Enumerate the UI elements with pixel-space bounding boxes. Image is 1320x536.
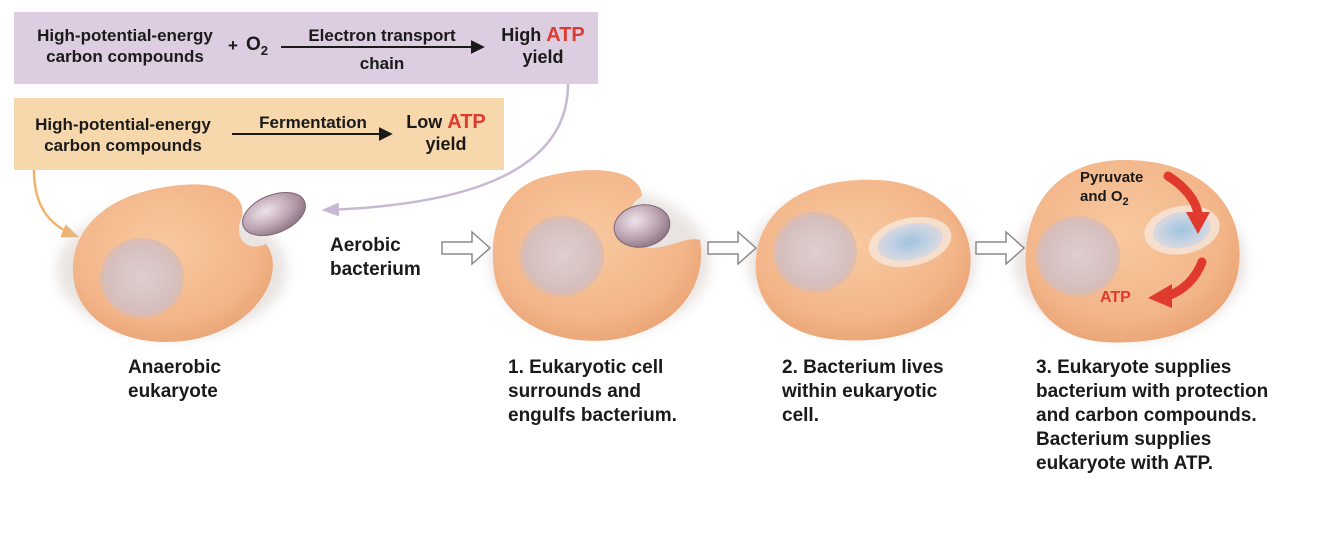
step-arrow-1 [441,230,492,266]
nucleus [773,212,857,292]
fermentation-label: Fermentation [259,113,367,132]
step-3-caption: 3. Eukaryote supplies bacterium with pro… [1036,357,1269,474]
pyruvate-o2-label: Pyruvate and O2 [1080,169,1144,208]
nucleus [520,216,604,296]
engulfed-bacterium [613,204,671,248]
step-2-caption: 2. Bacterium lives within eukaryotic cel… [782,357,944,426]
aerobic-connector-arrow [321,83,570,217]
nucleus [100,238,184,318]
step-arrow-2 [707,230,758,266]
step-arrow-3 [975,230,1026,266]
anaerobic-eukaryote-label: Anaerobic eukaryote [128,357,221,402]
symbiotic-cell [1014,159,1246,343]
aerobic-bacterium-label: Aerobic bacterium [330,235,421,280]
internal-bacterium [877,223,943,261]
pyruvate-in-arrow [1163,171,1203,219]
host-cell-with-bacterium [748,179,976,341]
plus-sign: + [228,36,238,55]
oxygen-label: O2 [246,34,269,58]
atp-output-label: ATP [1100,289,1131,306]
low-atp-yield-label: Low ATP yield [406,111,486,154]
electron-transport-chain-label: Electron transport chain [308,26,456,73]
nucleus [1036,216,1120,296]
engulfing-cell [490,170,710,341]
high-atp-yield-label: High ATP yield [501,24,585,67]
anaerobic-eukaryote-cell [57,184,287,342]
anaerobic-connector-arrow [32,169,80,238]
aerobic-bacterium [242,191,306,237]
anaerobic-reactant-label: High-potential-energy carbon compounds [35,115,211,155]
aerobic-reactant-label: High-potential-energy carbon compounds [37,26,213,66]
step-1-caption: 1. Eukaryotic cell surrounds and engulfs… [508,357,677,426]
